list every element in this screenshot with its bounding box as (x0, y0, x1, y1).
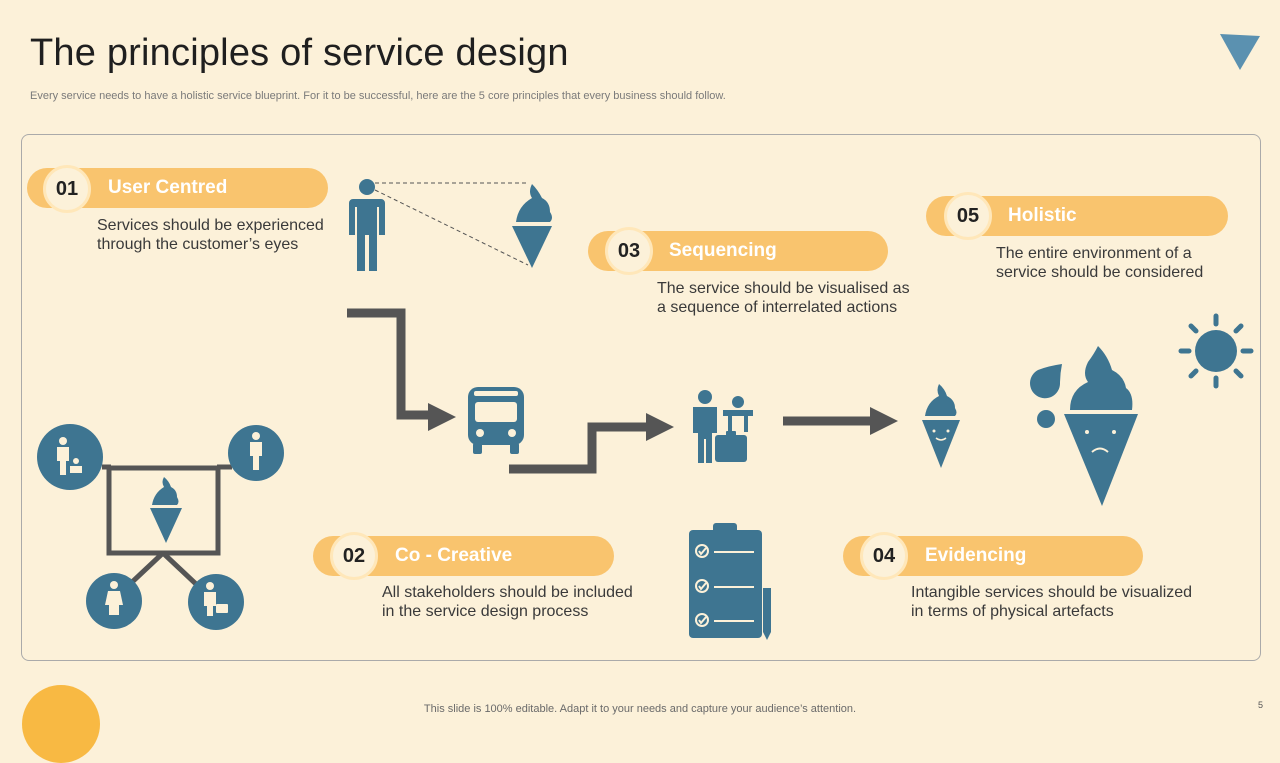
diagram-frame (21, 134, 1261, 661)
principle-05-number: 05 (944, 192, 992, 240)
vendor-stall-icon (693, 390, 753, 463)
sun-icon (1178, 313, 1254, 389)
principle-03-label: Sequencing (669, 240, 777, 261)
stepped-arrow-1 (347, 308, 456, 431)
page-number: 5 (1258, 700, 1264, 710)
principle-02-text: All stakeholders should be included in t… (382, 584, 633, 620)
person-icon (349, 179, 385, 271)
footer-note: This slide is 100% editable. Adapt it to… (423, 703, 857, 715)
raindrop-icon (1030, 364, 1062, 428)
small-ice-cream-icon (922, 384, 960, 468)
stakeholder-board-icon (37, 424, 284, 630)
diagram-graphics (37, 179, 1254, 640)
stepped-arrow-2 (509, 413, 674, 474)
principle-01-label: User Centred (108, 177, 228, 198)
corner-decoration (22, 685, 100, 763)
sad-ice-cream-icon (1064, 346, 1138, 506)
principle-05-label: Holistic (1008, 205, 1077, 226)
ice-cream-icon (512, 184, 552, 268)
principle-01-text: Services should be experienced through t… (97, 217, 324, 253)
principle-04-number: 04 (860, 532, 908, 580)
bus-icon (468, 387, 524, 454)
principle-03-text: The service should be visualised as a se… (657, 280, 910, 316)
principle-02-label: Co - Creative (395, 545, 513, 566)
principle-04-label: Evidencing (925, 545, 1027, 566)
straight-arrow (783, 407, 898, 435)
principle-05-text: The entire environment of a service shou… (996, 245, 1204, 281)
principle-01-number: 01 (43, 165, 91, 213)
page-subtitle: Every service needs to have a holistic s… (30, 90, 726, 102)
principle-02-number: 02 (330, 532, 378, 580)
sightline (374, 182, 529, 266)
corner-triangle-icon (1220, 34, 1260, 70)
checklist-icon (689, 523, 771, 640)
principle-03-number: 03 (605, 227, 653, 275)
principle-04-text: Intangible services should be visualized… (911, 584, 1193, 620)
page-title: The principles of service design (30, 32, 569, 74)
